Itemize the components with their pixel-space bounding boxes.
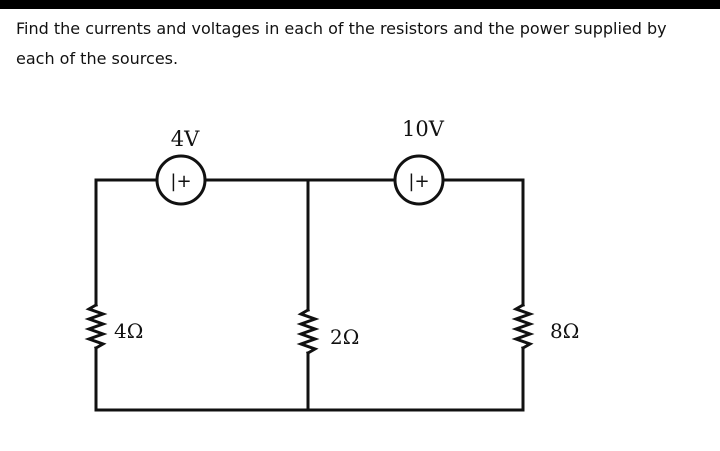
resistor-8ohm-zigzag — [511, 302, 535, 351]
resistor-4ohm-label: 4Ω — [114, 319, 143, 343]
resistor-4ohm-zigzag — [84, 302, 108, 351]
top-bar — [0, 0, 720, 9]
resistor-2ohm-zigzag — [296, 307, 320, 356]
source-10v-polarity: |+ — [408, 171, 429, 192]
source-4v-label: 4V — [171, 127, 200, 151]
source-10v-label: 10V — [402, 117, 445, 141]
resistor-8ohm-label: 8Ω — [550, 319, 579, 343]
resistor-2ohm-label: 2Ω — [330, 325, 359, 349]
voltage-source-4v-circle — [155, 154, 207, 206]
voltage-source-10v-circle — [393, 154, 445, 206]
question-text: Find the currents and voltages in each o… — [16, 19, 667, 68]
source-4v-polarity: |+ — [170, 171, 191, 192]
